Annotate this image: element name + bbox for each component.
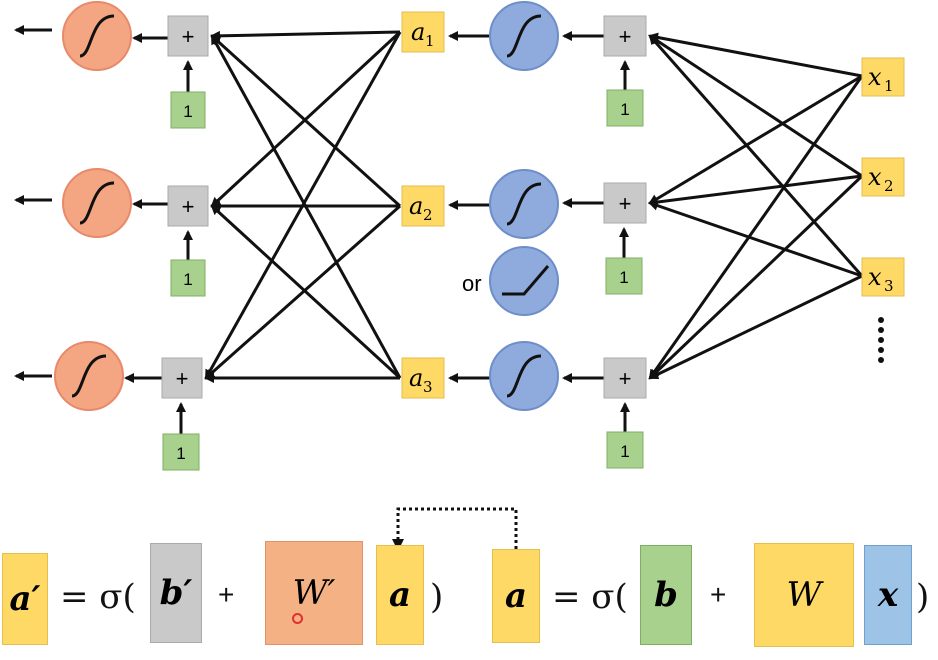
or-label: or	[462, 271, 482, 296]
weight-line-x1-to-sum1	[648, 32, 863, 78]
hidden-bias-box-3: 1	[606, 431, 644, 469]
output-bias-box-1: 1	[170, 91, 206, 129]
hidden-box-a2: a 2	[401, 185, 445, 227]
sigmoid-icon	[506, 354, 542, 398]
output-bias-box-2: 1	[170, 259, 206, 297]
svg-text:x: x	[868, 263, 882, 291]
output-neuron-2	[62, 168, 132, 238]
weight-line-x1-to-sum2	[648, 74, 863, 205]
hidden-sum-box-3: +	[603, 357, 647, 399]
hidden-neuron-1	[489, 1, 559, 71]
svg-text:1: 1	[884, 77, 894, 95]
a-vector-box-left: 𝒂	[376, 545, 424, 645]
weight-line-x1-to-sum3	[648, 75, 864, 380]
sum-to-output-arrows	[124, 33, 168, 383]
neuron-to-hidden-arrows	[448, 31, 490, 383]
left-equals-sigma: = σ(	[60, 577, 136, 617]
input-to-sum-connections	[648, 32, 864, 380]
svg-text:a: a	[409, 192, 423, 220]
sigmoid-icon	[71, 354, 107, 398]
svg-text:1: 1	[183, 102, 192, 121]
hidden-neuron-2	[489, 169, 559, 239]
output-arrows	[14, 25, 52, 381]
svg-text:1: 1	[176, 444, 185, 463]
equation-row: 𝒂′ = σ( 𝒃′ + W′ 𝒂 ) 𝒂 = σ( 𝒃 + W 𝒙 )	[0, 495, 938, 660]
relu-icon	[502, 265, 550, 296]
sigmoid-icon	[79, 14, 115, 58]
hidden-sum-box-1: +	[603, 15, 647, 57]
a-box-right: 𝒂	[492, 549, 540, 643]
b-box: 𝒃	[640, 545, 692, 645]
weight-line-x3-to-sum2	[648, 200, 863, 278]
weight-line-a2-to-sum3	[204, 204, 401, 380]
w-box: W	[754, 543, 854, 647]
hidden-box-a3: a 3	[401, 357, 445, 399]
input-box-x3: x 3	[861, 257, 905, 297]
hidden-bias-box-2: 1	[605, 257, 643, 295]
left-close-paren: )	[430, 577, 444, 617]
weight-line-a1-to-sum1	[210, 30, 401, 41]
weight-line-x2-to-sum2	[648, 174, 863, 207]
x-vector-box: 𝒙	[864, 545, 912, 645]
a-prime-box: 𝒂′	[2, 553, 48, 645]
hidden-bias-box-1: 1	[606, 89, 644, 127]
svg-text:1: 1	[620, 100, 629, 119]
svg-text:+: +	[619, 366, 632, 391]
output-sum-box-1: +	[167, 15, 209, 57]
svg-text:+: +	[619, 24, 632, 49]
output-sum-box-2: +	[167, 185, 209, 227]
output-bias-arrows	[176, 60, 193, 434]
output-sum-box-3: +	[161, 357, 203, 399]
svg-text:1: 1	[620, 442, 629, 461]
svg-text:+: +	[182, 194, 195, 219]
svg-text:+: +	[176, 366, 189, 391]
svg-text:x: x	[868, 63, 882, 91]
sum-to-neuron-arrows	[562, 31, 604, 383]
hidden-neuron-3	[489, 341, 559, 411]
svg-text:1: 1	[183, 270, 192, 289]
svg-text:2: 2	[884, 177, 894, 195]
weight-line-x3-to-sum3	[648, 274, 863, 380]
svg-text:2: 2	[423, 206, 433, 224]
weight-line-a3-to-sum2	[210, 204, 402, 380]
weight-line-x3-to-sum1	[648, 34, 864, 277]
w-prime-box: W′	[265, 541, 363, 645]
svg-text:3: 3	[884, 277, 894, 295]
weight-line-x2-to-sum3	[648, 174, 864, 380]
dotted-feedback-arrow	[392, 507, 518, 551]
sigmoid-icon	[506, 14, 542, 58]
svg-text:x: x	[868, 163, 882, 191]
output-bias-box-3: 1	[162, 433, 200, 471]
hidden-to-sum-connections	[204, 30, 402, 383]
left-plus: +	[218, 579, 235, 610]
hidden-bias-arrows	[619, 60, 630, 432]
output-neuron-1	[62, 1, 132, 71]
sigmoid-icon	[506, 182, 542, 226]
weight-line-x2-to-sum1	[648, 34, 863, 178]
right-close-paren: )	[916, 577, 930, 617]
output-neuron-3	[54, 341, 124, 411]
input-box-x1: x 1	[861, 57, 905, 97]
svg-text:1: 1	[619, 268, 628, 287]
sigmoid-icon	[79, 181, 115, 225]
svg-text:a: a	[409, 364, 423, 392]
hidden-box-a1: a 1	[401, 11, 445, 53]
cursor-marker-icon	[292, 613, 303, 624]
svg-text:+: +	[619, 191, 632, 216]
hidden-neuron-relu	[489, 246, 559, 316]
b-prime-box: 𝒃′	[150, 543, 202, 643]
hidden-sum-box-2: +	[603, 182, 647, 224]
input-box-x2: x 2	[861, 157, 905, 197]
svg-text:3: 3	[423, 378, 433, 396]
svg-text:+: +	[182, 24, 195, 49]
weight-line-a3-to-sum1	[210, 34, 402, 379]
right-equals-sigma: = σ(	[552, 577, 628, 617]
right-plus: +	[710, 579, 727, 610]
weight-line-a2-to-sum1	[210, 34, 402, 208]
svg-text:1: 1	[425, 32, 435, 50]
input-ellipsis	[878, 317, 884, 363]
svg-text:a: a	[411, 18, 425, 46]
network-svg: + + + 1 1 1 a	[14, 1, 905, 471]
